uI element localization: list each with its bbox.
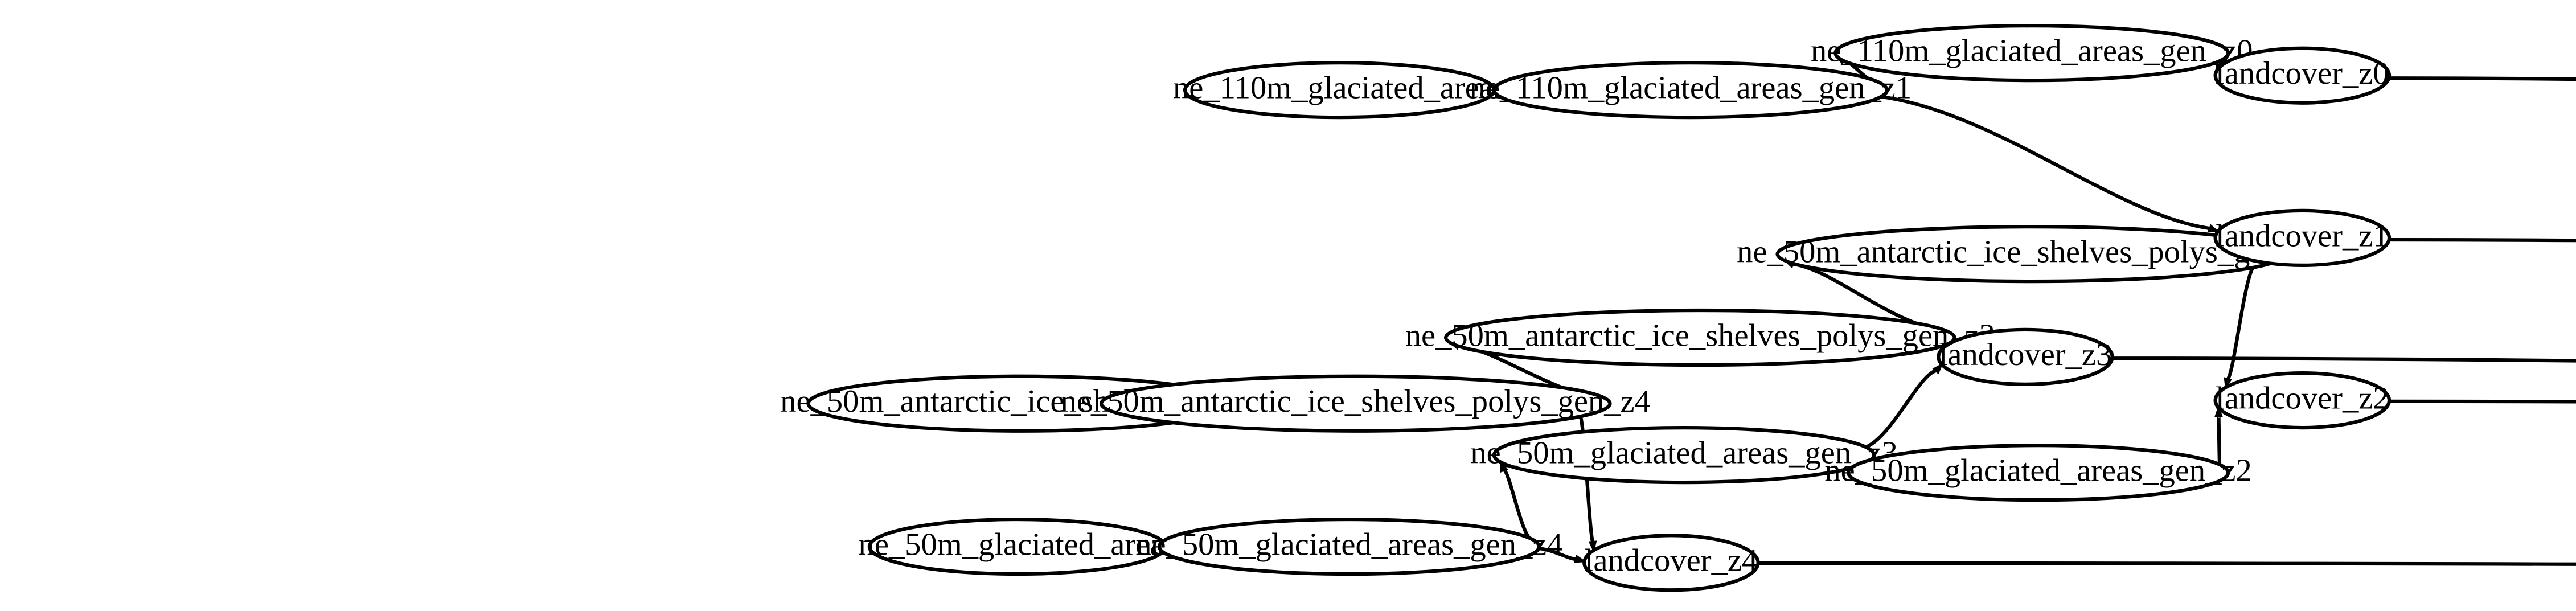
node-shape xyxy=(1099,374,1612,433)
node-shape xyxy=(1775,225,2288,284)
graph-edge-ne_50m_antarctic_ice_shelves_polys_gen_z2-to-landcover_z2 xyxy=(2226,266,2255,381)
node-shape xyxy=(2213,371,2392,430)
arrow-head-icon xyxy=(1588,540,1597,553)
graph-node-ne_50m_glaciated_areas_gen_z4[interactable]: ne_50m_glaciated_areas_gen_z4 xyxy=(1135,517,1563,576)
graph-node-landcover_z1[interactable]: landcover_z1 xyxy=(2213,208,2392,268)
graph-edge-ne_110m_glaciated_areas_gen_z1-to-landcover_z1 xyxy=(1879,95,2210,231)
graph-edge-ne_50m_glaciated_areas_gen_z3-to-landcover_z3 xyxy=(1864,368,1937,449)
graph-node-ne_50m_glaciated_areas_gen_z2[interactable]: ne_50m_glaciated_areas_gen_z2 xyxy=(1824,444,2252,502)
node-shape xyxy=(1443,308,1956,367)
graph-edge-landcover_z0-to-layer_landcover-z0 xyxy=(2388,76,2576,81)
node-shape xyxy=(1833,24,2230,83)
graph-edge-landcover_z1-to-layer_landcover-z1 xyxy=(2388,237,2576,243)
arrow-head-icon xyxy=(1574,555,1587,563)
node-shape xyxy=(1183,61,1496,120)
graph-node-ne_50m_glaciated_areas_gen_z3[interactable]: ne_50m_glaciated_areas_gen_z3 xyxy=(1470,425,1898,485)
graph-edge-landcover_z4-to-layer_landcover-z4 xyxy=(1757,561,2576,566)
graph-edge-ne_50m_glaciated_areas_gen_z4-to-landcover_z4 xyxy=(1536,546,1577,561)
node-shape xyxy=(1582,534,1760,592)
graph-node-landcover_z2[interactable]: landcover_z2 xyxy=(2213,371,2392,430)
graph-node-ne_110m_glaciated_areas_gen_z0[interactable]: ne_110m_glaciated_areas_gen_z0 xyxy=(1811,24,2253,83)
node-shape xyxy=(867,517,1168,576)
graph-node-landcover_z0[interactable]: landcover_z0 xyxy=(2213,46,2392,105)
node-shape xyxy=(2213,46,2392,105)
graph-edge-ne_50m_glaciated_areas_gen_z2-to-landcover_z2 xyxy=(2217,414,2222,466)
node-shape xyxy=(1157,517,1541,576)
node-shape xyxy=(2213,208,2392,268)
graph-node-ne_110m_glaciated_areas_gen_z1[interactable]: ne_110m_glaciated_areas_gen_z1 xyxy=(1470,61,1912,120)
graph-edge-ne_50m_antarctic_ice_shelves_polys_gen_z4-to-landcover_z4 xyxy=(1578,415,1595,543)
arrow-head-icon xyxy=(2207,224,2220,233)
node-shape xyxy=(1492,425,1876,485)
arrow-head-icon xyxy=(2214,405,2223,417)
graph-node-landcover_z3[interactable]: landcover_z3 xyxy=(1937,327,2114,386)
arrow-head-icon xyxy=(1932,363,1944,375)
graph-edge-landcover_z2-to-layer_landcover-z2 xyxy=(2388,399,2576,404)
graph-node-ne_110m_glaciated_areas[interactable]: ne_110m_glaciated_areas xyxy=(1173,61,1506,120)
nodes-layer: imposm3osm_landcover_polygonsimplify_vw_… xyxy=(780,24,2392,592)
graph-node-ne_50m_glaciated_areas[interactable]: ne_50m_glaciated_areas xyxy=(859,517,1177,576)
graph-node-landcover_z4[interactable]: landcover_z4 xyxy=(1582,534,1760,592)
node-shape xyxy=(1846,444,2230,502)
graph-edge-ne_50m_glaciated_areas_gen_z4-to-ne_50m_glaciated_areas_gen_z3 xyxy=(1502,468,1532,541)
node-shape xyxy=(1492,61,1889,120)
node-shape xyxy=(1937,327,2114,386)
arrow-head-icon xyxy=(2224,377,2232,390)
